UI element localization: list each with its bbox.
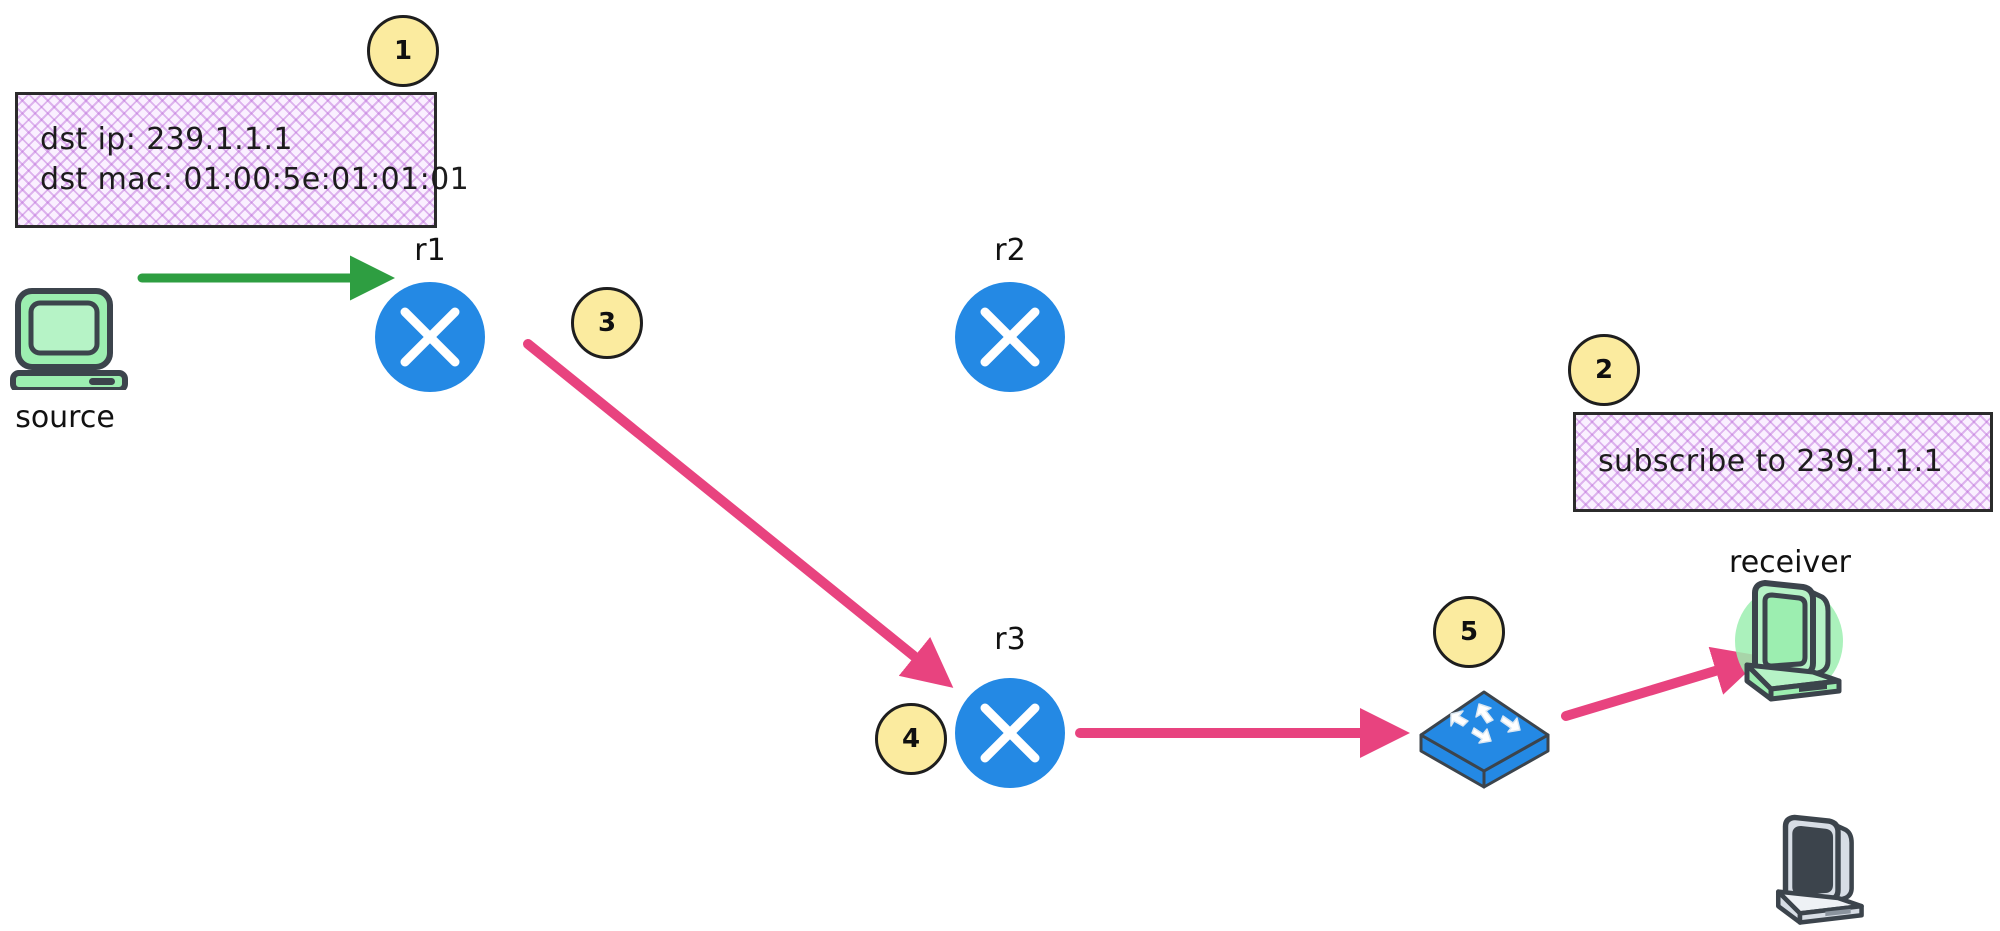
arrow-r1-to-r3 — [523, 339, 954, 688]
subscribe-note: subscribe to 239.1.1.1 — [1573, 412, 1993, 512]
host-receiver[interactable] — [1727, 577, 1857, 704]
router-label-r2: r2 — [994, 233, 1026, 268]
note-line: subscribe to 239.1.1.1 — [1598, 444, 1944, 480]
badge-5[interactable]: 5 — [1433, 596, 1505, 668]
router-label-r1: r1 — [414, 233, 446, 268]
badge-4[interactable]: 4 — [875, 703, 947, 775]
note-line: dst ip: 239.1.1.1 — [40, 122, 293, 158]
computer-3d-icon — [1744, 580, 1842, 702]
host-idle[interactable] — [1760, 812, 1870, 925]
router-r3[interactable] — [955, 678, 1065, 788]
badge-2[interactable]: 2 — [1568, 334, 1640, 406]
router-x-icon — [980, 307, 1040, 367]
packet-header-note: dst ip: 239.1.1.1 dst mac: 01:00:5e:01:0… — [15, 92, 470, 228]
host-label-source: source — [15, 400, 115, 435]
badge-label: 4 — [901, 724, 921, 754]
note-line: dst mac: 01:00:5e:01:01:01 — [40, 162, 470, 197]
device-switch[interactable] — [1417, 688, 1552, 790]
badge-3[interactable]: 3 — [571, 287, 643, 359]
badge-label: 5 — [1459, 617, 1479, 647]
router-r1[interactable] — [375, 282, 485, 392]
host-source[interactable] — [10, 288, 128, 393]
network-switch-icon — [1419, 690, 1550, 789]
router-label-r3: r3 — [994, 622, 1026, 657]
router-r2[interactable] — [955, 282, 1065, 392]
computer-icon — [10, 288, 128, 393]
badge-1[interactable]: 1 — [367, 15, 439, 87]
host-label-receiver: receiver — [1729, 545, 1851, 580]
arrow-switch-to-receiver — [1561, 646, 1764, 721]
computer-3d-icon — [1775, 814, 1864, 925]
badge-label: 2 — [1594, 355, 1614, 385]
badge-label: 1 — [393, 36, 413, 66]
badge-label: 3 — [597, 308, 617, 338]
router-x-icon — [400, 307, 460, 367]
router-x-icon — [980, 703, 1040, 763]
